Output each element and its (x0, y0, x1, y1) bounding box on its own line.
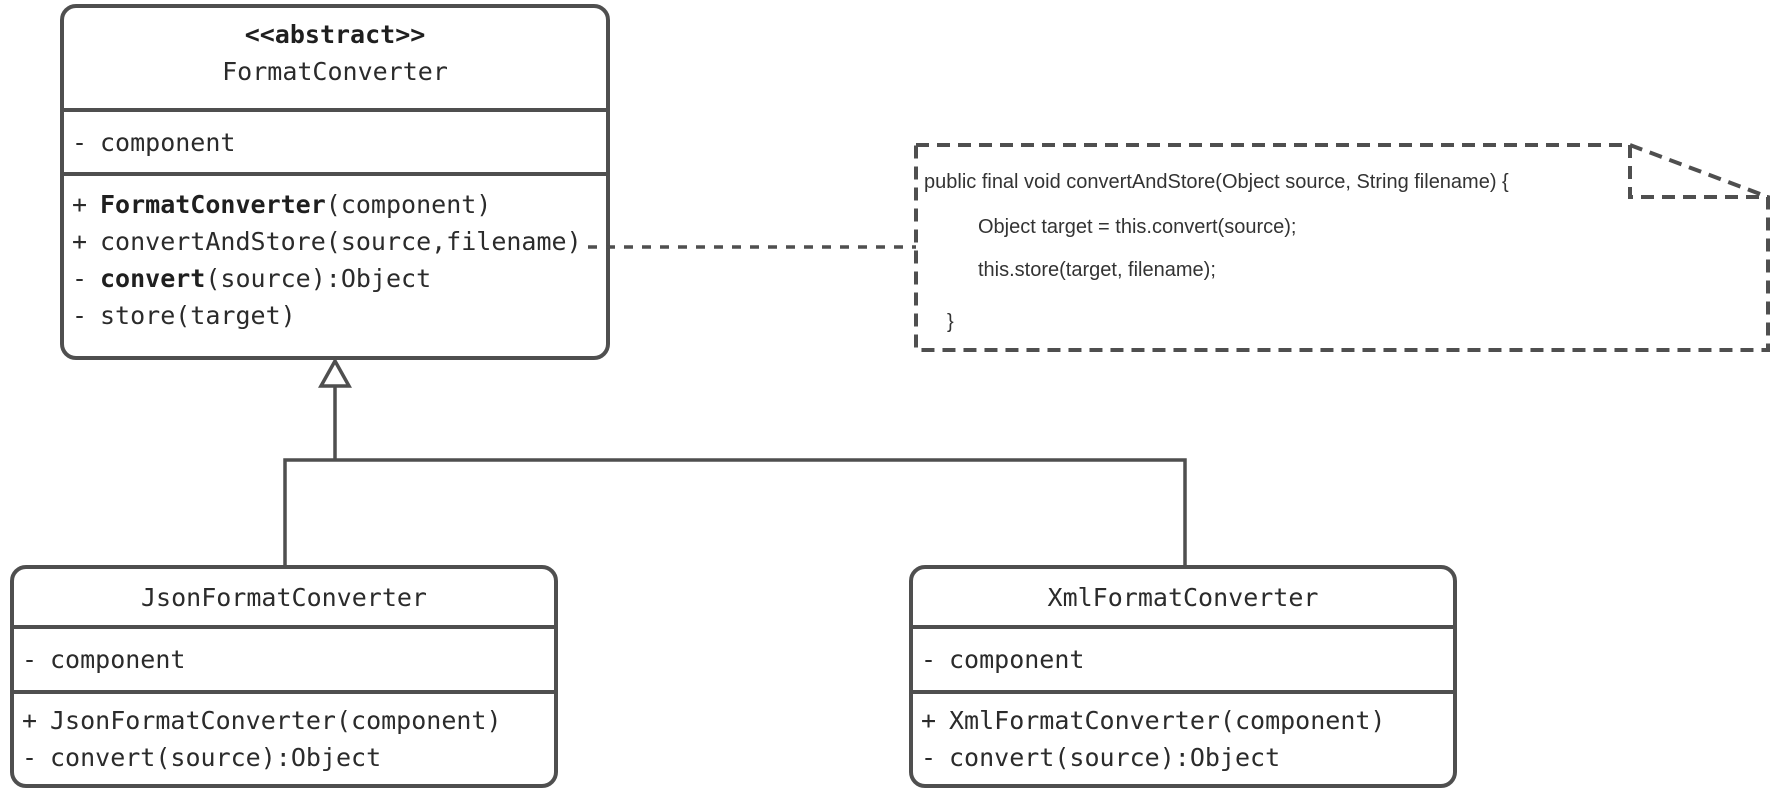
method-row: + JsonFormatConverter(component) (14, 702, 554, 739)
class-box-xmlformatconverter[interactable]: XmlFormatConverter - component + XmlForm… (909, 565, 1457, 788)
class-methods-section: + XmlFormatConverter(component) - conver… (913, 690, 1453, 784)
method-row: + FormatConverter(component) (64, 186, 606, 223)
visibility-sign: - (72, 301, 88, 330)
method-signature: convert(source):Object (50, 743, 382, 772)
visibility-sign: + (72, 190, 88, 219)
method-signature: XmlFormatConverter(component) (949, 706, 1386, 735)
visibility-sign: + (72, 227, 88, 256)
attribute-name: component (949, 645, 1085, 674)
class-attributes-section: - component (64, 108, 606, 172)
note-code-line: this.store(target, filename); (978, 259, 1216, 281)
visibility-sign: - (72, 264, 88, 293)
class-attributes-section: - component (913, 625, 1453, 690)
method-row: - convert(source):Object (913, 739, 1453, 776)
method-signature: (component) (325, 190, 492, 219)
class-name: FormatConverter (222, 57, 448, 86)
class-attributes-section: - component (14, 625, 554, 690)
method-name: convert (100, 264, 206, 293)
method-signature: convertAndStore(source,filename) (100, 227, 582, 256)
method-row: - convert(source):Object (64, 260, 606, 297)
method-signature: JsonFormatConverter(component) (50, 706, 502, 735)
visibility-sign: + (22, 706, 38, 735)
class-title-section: JsonFormatConverter (14, 569, 554, 625)
method-row: + convertAndStore(source,filename) (64, 223, 606, 260)
class-methods-section: + JsonFormatConverter(component) - conve… (14, 690, 554, 784)
visibility-sign: - (22, 645, 38, 674)
visibility-sign: - (921, 743, 937, 772)
method-signature: convert(source):Object (949, 743, 1281, 772)
attribute-row: - component (913, 641, 1084, 678)
method-row: + XmlFormatConverter(component) (913, 702, 1453, 739)
note-code-line: public final void convertAndStore(Object… (924, 171, 1509, 193)
class-name: XmlFormatConverter (1047, 582, 1319, 612)
note-code-line: Object target = this.convert(source); (978, 216, 1297, 238)
method-signature: (source):Object (205, 264, 432, 293)
uml-note[interactable]: public final void convertAndStore(Object… (916, 145, 1768, 350)
visibility-sign: - (22, 743, 38, 772)
method-name: FormatConverter (100, 190, 326, 219)
class-box-jsonformatconverter[interactable]: JsonFormatConverter - component + JsonFo… (10, 565, 558, 788)
stereotype-label: <<abstract>> (244, 20, 426, 49)
class-title-section: XmlFormatConverter (913, 569, 1453, 625)
class-methods-section: + FormatConverter(component) + convertAn… (64, 172, 606, 356)
visibility-sign: - (72, 127, 88, 157)
note-code-line: } (947, 311, 954, 333)
class-box-formatconverter[interactable]: <<abstract>> FormatConverter - component… (60, 4, 610, 360)
class-title-section: <<abstract>> FormatConverter (64, 8, 606, 108)
method-row: - store(target) (64, 297, 606, 334)
attribute-name: component (100, 127, 236, 157)
attribute-row: - component (14, 641, 185, 678)
attribute-name: component (50, 645, 186, 674)
method-signature: store(target) (100, 301, 296, 330)
inheritance-triangle-icon (318, 357, 352, 388)
visibility-sign: + (921, 706, 937, 735)
class-name: JsonFormatConverter (141, 582, 427, 612)
visibility-sign: - (921, 645, 937, 674)
attribute-row: - component (64, 124, 235, 161)
method-row: - convert(source):Object (14, 739, 554, 776)
inheritance-connector (283, 384, 1187, 567)
